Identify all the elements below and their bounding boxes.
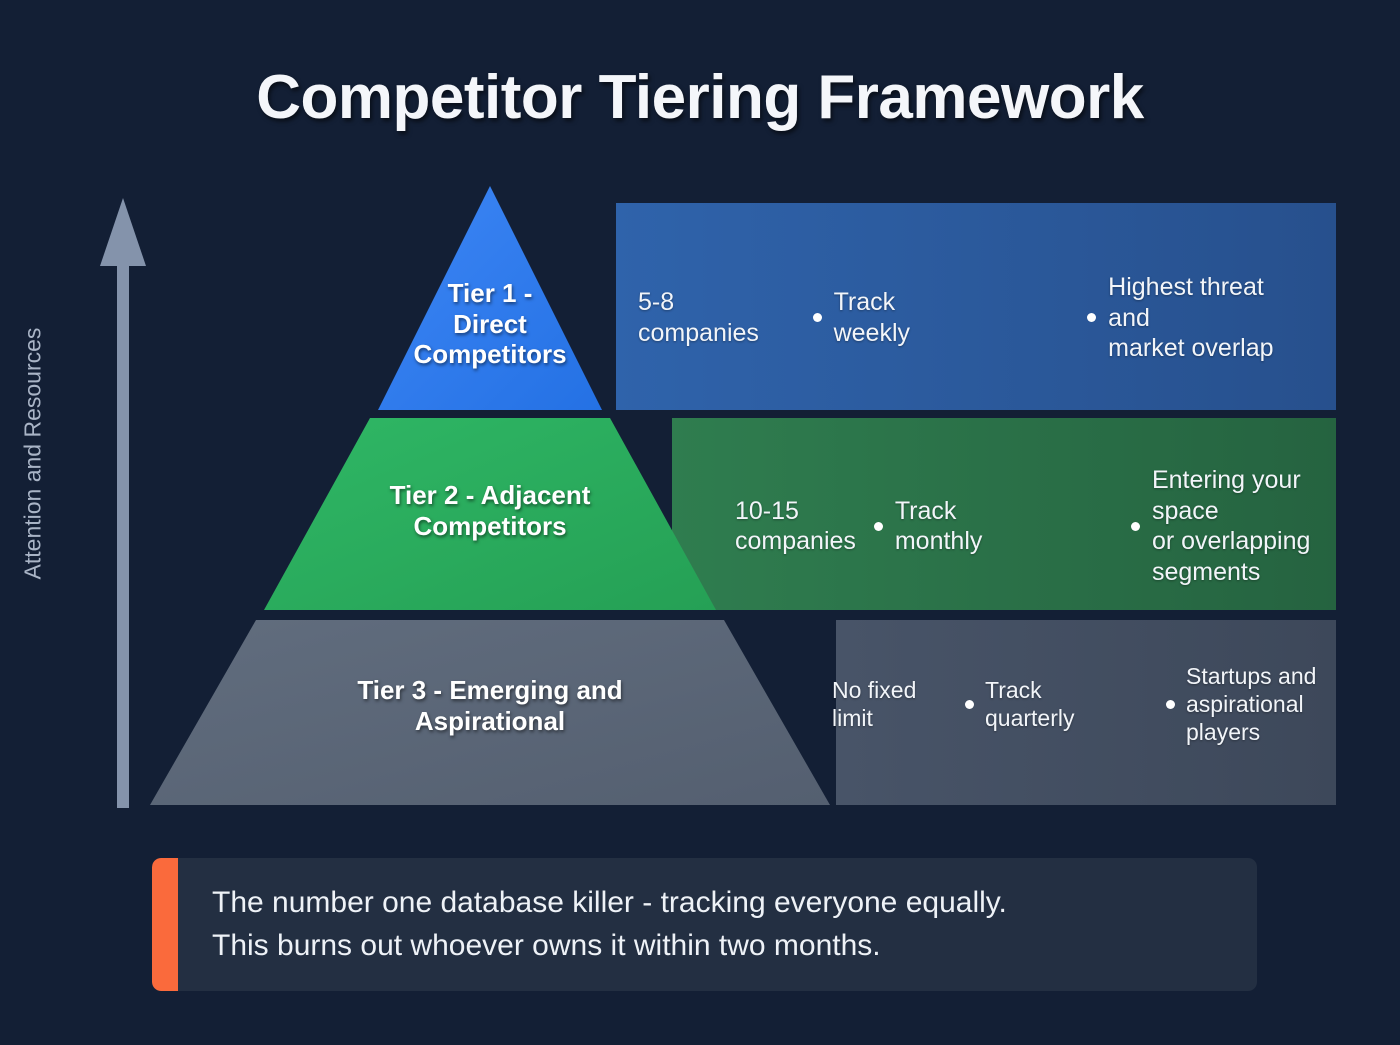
callout-line: The number one database killer - trackin… — [212, 885, 1007, 919]
tier-2-shape — [264, 418, 716, 610]
tier-3-details: No fixed limit Track quarterly Startups … — [832, 662, 1342, 746]
tier-2-title-line: Tier 2 - Adjacent — [389, 480, 591, 510]
tier-3-detail-rationale: Startups and aspirational players — [1186, 663, 1317, 746]
callout-text: The number one database killer - trackin… — [178, 858, 1041, 991]
tier-3-title-line: Aspirational — [414, 705, 566, 736]
tier-3-detail-count: No fixed limit — [832, 677, 917, 732]
tier-1-title-line: Tier 1 - — [447, 278, 533, 308]
callout-accent-bar — [152, 858, 178, 991]
separator-dot-icon — [1130, 521, 1140, 531]
tier-2-detail-cadence: Track monthly — [894, 496, 983, 556]
tier-2-band — [672, 418, 1336, 610]
tier-1-detail-rationale: Highest threat and market overlap — [1108, 273, 1274, 362]
tier-3-title: Tier 3 - Emerging and Aspirational — [240, 675, 740, 736]
up-arrow-icon — [100, 198, 146, 808]
tier-2-detail-rationale: Entering your space or overlapping segme… — [1151, 466, 1311, 586]
separator-dot-icon — [965, 699, 974, 709]
page-title: Competitor Tiering Framework — [256, 63, 1144, 132]
callout-line: This burns out whoever owns it within tw… — [212, 928, 881, 962]
tier-1-details: 5-8 companies Track weekly Highest threa… — [638, 272, 1298, 364]
tier-1-detail-cadence: Track weekly — [833, 288, 911, 347]
tier-3-band — [836, 620, 1336, 805]
tier-2-title: Tier 2 - Adjacent Competitors — [300, 480, 680, 541]
tier-3-detail-cadence: Track quarterly — [985, 677, 1075, 732]
tier-2-details: 10-15 companies Track monthly Entering y… — [735, 465, 1340, 587]
separator-dot-icon — [1166, 699, 1175, 709]
tier-2-title-line: Competitors — [413, 510, 567, 541]
tier-1-title: Tier 1 - Direct Competitors — [390, 278, 590, 370]
tier-2-detail-count: 10-15 companies — [735, 496, 856, 556]
tier-1-detail-count: 5-8 companies — [638, 288, 759, 347]
separator-dot-icon — [812, 313, 822, 323]
tier-1-title-line: Direct — [453, 308, 527, 339]
separator-dot-icon — [1087, 313, 1097, 323]
tier-3-title-line: Tier 3 - Emerging and — [357, 675, 623, 705]
tier-1-band — [616, 203, 1336, 410]
separator-dot-icon — [873, 521, 883, 531]
tier-3-shape — [150, 620, 830, 805]
tier-1-title-line: Competitors — [413, 339, 567, 370]
tier-1-shape — [378, 186, 602, 410]
callout-box: The number one database killer - trackin… — [152, 858, 1257, 991]
